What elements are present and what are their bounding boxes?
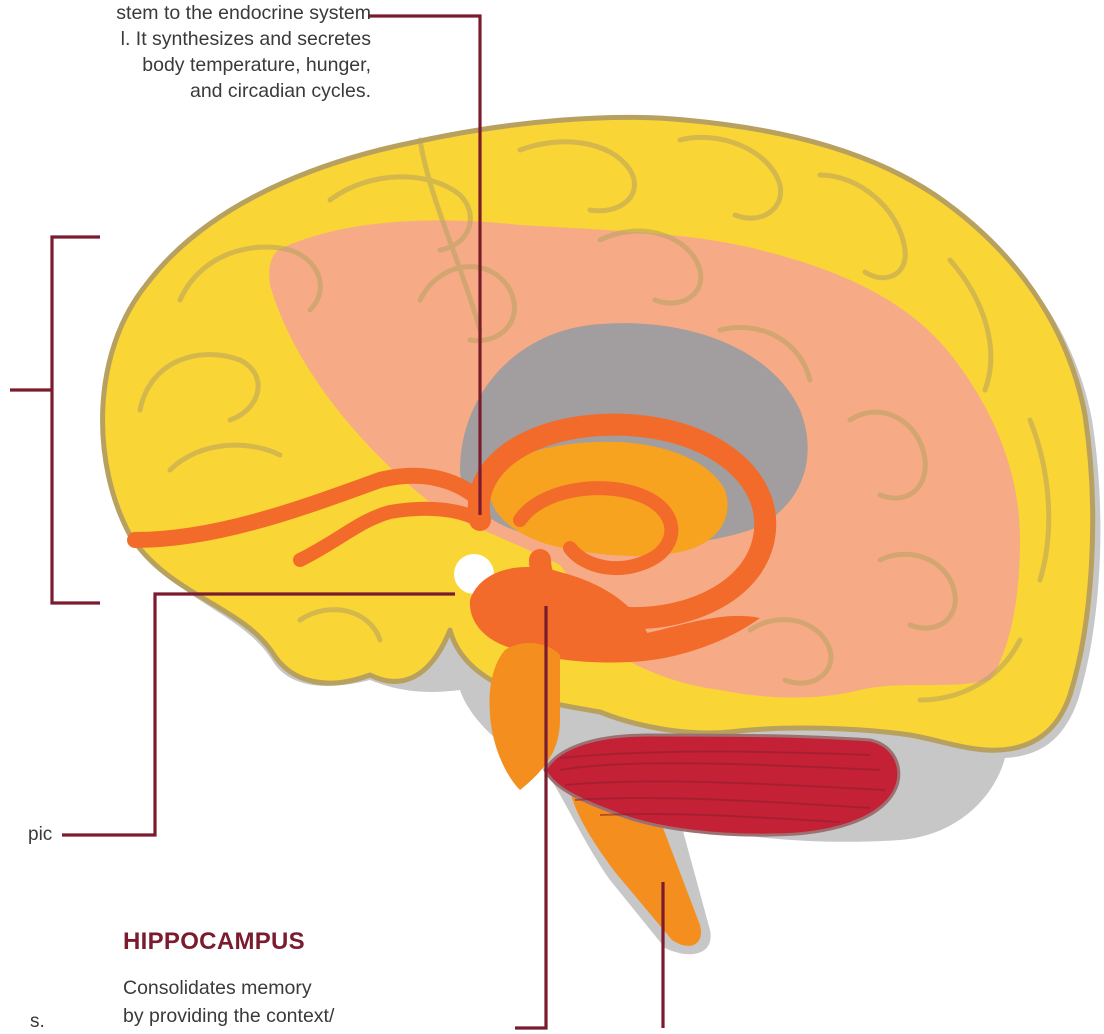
hippocampus-description-line: Consolidates memory — [123, 974, 334, 1002]
hippocampus-description: Consolidates memory by providing the con… — [123, 974, 334, 1030]
hypothalamus-description-line: body temperature, hunger, — [116, 52, 371, 78]
hippocampus-title: HIPPOCAMPUS — [123, 928, 305, 956]
hippocampus-description-line: by providing the context/ — [123, 1002, 334, 1030]
bracket-limbic — [10, 237, 100, 603]
hypothalamus-description: stem to the endocrine system l. It synth… — [116, 0, 371, 104]
description-fragment: s. — [30, 1010, 45, 1034]
amygdala-description-fragment: pic — [28, 823, 52, 847]
hypothalamus-description-line: stem to the endocrine system — [116, 0, 371, 26]
hypothalamus-description-line: l. It synthesizes and secretes — [116, 26, 371, 52]
hypothalamus-description-line: and circadian cycles. — [116, 78, 371, 104]
